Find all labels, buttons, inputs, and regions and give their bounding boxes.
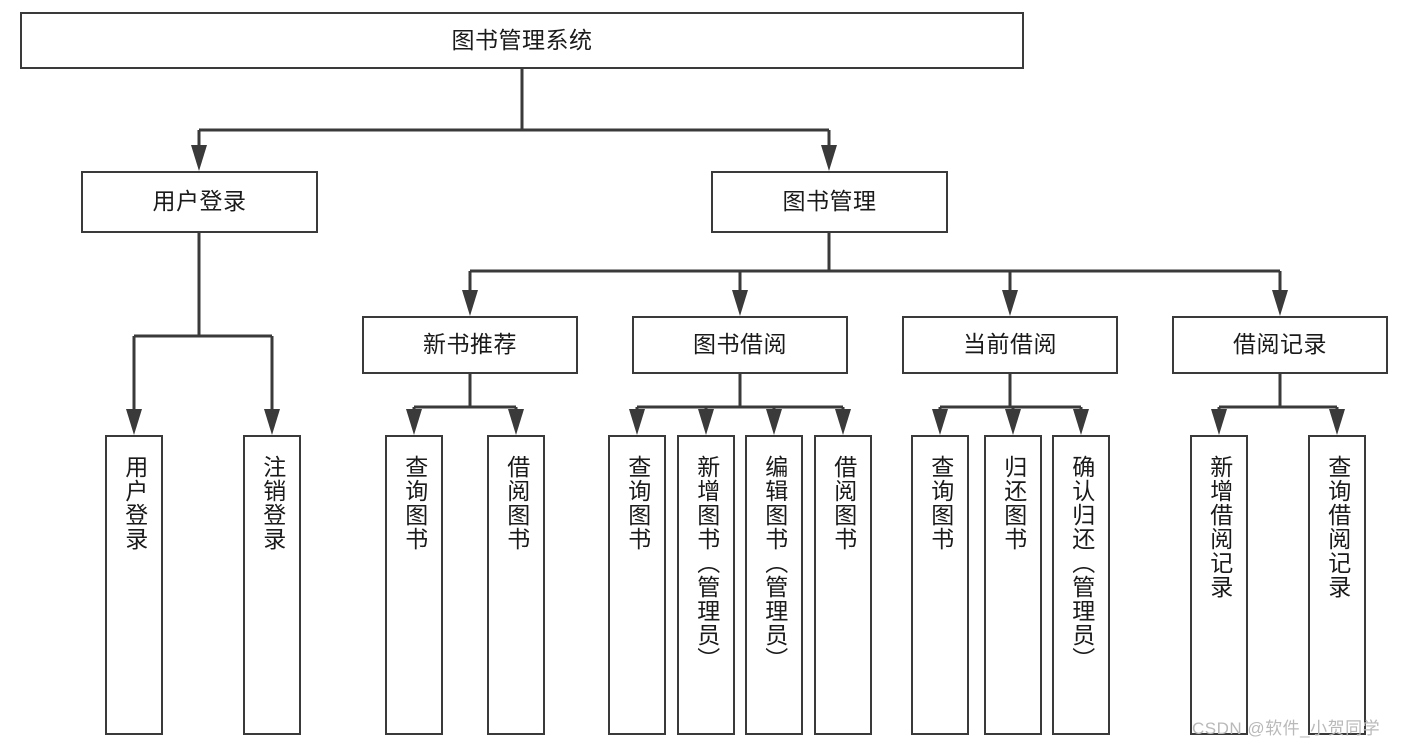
node-label-leaf-confirm-return: 确认归还（管理员） bbox=[1068, 455, 1095, 671]
node-new-book-rec: 新书推荐 bbox=[362, 316, 578, 374]
node-label-leaf-query-book-3: 查询图书 bbox=[927, 455, 954, 551]
arrowhead-borrow-record-to-leaves-1 bbox=[1329, 409, 1345, 435]
node-label-leaf-borrow-book-1: 借阅图书 bbox=[503, 455, 530, 551]
node-label-leaf-return-book: 归还图书 bbox=[1000, 455, 1027, 551]
node-label-leaf-borrow-book-2: 借阅图书 bbox=[830, 455, 857, 551]
arrowhead-book-manage-to-level2-2 bbox=[1002, 290, 1018, 316]
node-label-borrow-record: 借阅记录 bbox=[1233, 331, 1327, 358]
node-user-login: 用户登录 bbox=[81, 171, 318, 233]
node-label-leaf-user-login: 用户登录 bbox=[121, 455, 148, 551]
node-book-borrow: 图书借阅 bbox=[632, 316, 848, 374]
node-label-current-borrow: 当前借阅 bbox=[963, 331, 1057, 358]
arrowhead-user-login-to-leaves-0 bbox=[126, 409, 142, 435]
arrowhead-new-book-rec-to-leaves-0 bbox=[406, 409, 422, 435]
node-leaf-query-book-1: 查询图书 bbox=[385, 435, 443, 735]
arrowhead-book-manage-to-level2-3 bbox=[1272, 290, 1288, 316]
arrowhead-book-borrow-to-leaves-2 bbox=[766, 409, 782, 435]
node-label-root: 图书管理系统 bbox=[451, 26, 593, 53]
node-current-borrow: 当前借阅 bbox=[902, 316, 1118, 374]
arrowhead-book-borrow-to-leaves-3 bbox=[835, 409, 851, 435]
arrowhead-book-borrow-to-leaves-1 bbox=[698, 409, 714, 435]
arrowhead-new-book-rec-to-leaves-1 bbox=[508, 409, 524, 435]
node-label-book-borrow: 图书借阅 bbox=[693, 331, 787, 358]
node-leaf-user-login: 用户登录 bbox=[105, 435, 163, 735]
watermark-text: CSDN @软件_小贺同学 bbox=[1192, 719, 1381, 738]
arrowhead-book-manage-to-level2-0 bbox=[462, 290, 478, 316]
node-book-manage: 图书管理 bbox=[711, 171, 948, 233]
node-label-leaf-query-book-2: 查询图书 bbox=[624, 455, 651, 551]
arrowhead-current-borrow-to-leaves-2 bbox=[1073, 409, 1089, 435]
node-label-leaf-query-record: 查询借阅记录 bbox=[1324, 455, 1351, 599]
arrowhead-root-to-level1-0 bbox=[191, 145, 207, 171]
node-leaf-edit-book: 编辑图书（管理员） bbox=[745, 435, 803, 735]
node-leaf-add-record: 新增借阅记录 bbox=[1190, 435, 1248, 735]
node-leaf-add-book: 新增图书（管理员） bbox=[677, 435, 735, 735]
node-label-leaf-edit-book: 编辑图书（管理员） bbox=[761, 455, 788, 671]
node-label-leaf-add-record: 新增借阅记录 bbox=[1206, 455, 1233, 599]
node-label-new-book-rec: 新书推荐 bbox=[423, 331, 517, 358]
arrowhead-user-login-to-leaves-1 bbox=[264, 409, 280, 435]
arrowhead-current-borrow-to-leaves-1 bbox=[1005, 409, 1021, 435]
arrowhead-root-to-level1-1 bbox=[821, 145, 837, 171]
node-label-book-manage: 图书管理 bbox=[782, 188, 877, 215]
node-label-leaf-add-book: 新增图书（管理员） bbox=[693, 455, 720, 671]
arrowhead-book-borrow-to-leaves-0 bbox=[629, 409, 645, 435]
node-leaf-return-book: 归还图书 bbox=[984, 435, 1042, 735]
node-label-leaf-user-logout: 注销登录 bbox=[259, 455, 286, 551]
node-leaf-borrow-book-1: 借阅图书 bbox=[487, 435, 545, 735]
node-leaf-query-record: 查询借阅记录 bbox=[1308, 435, 1366, 735]
node-leaf-user-logout: 注销登录 bbox=[243, 435, 301, 735]
arrowhead-current-borrow-to-leaves-0 bbox=[932, 409, 948, 435]
node-label-leaf-query-book-1: 查询图书 bbox=[401, 455, 428, 551]
node-borrow-record: 借阅记录 bbox=[1172, 316, 1388, 374]
node-leaf-borrow-book-2: 借阅图书 bbox=[814, 435, 872, 735]
node-leaf-query-book-3: 查询图书 bbox=[911, 435, 969, 735]
node-label-user-login: 用户登录 bbox=[152, 188, 247, 215]
arrowhead-borrow-record-to-leaves-0 bbox=[1211, 409, 1227, 435]
arrowhead-book-manage-to-level2-1 bbox=[732, 290, 748, 316]
node-leaf-query-book-2: 查询图书 bbox=[608, 435, 666, 735]
node-root: 图书管理系统 bbox=[20, 12, 1024, 69]
node-leaf-confirm-return: 确认归还（管理员） bbox=[1052, 435, 1110, 735]
